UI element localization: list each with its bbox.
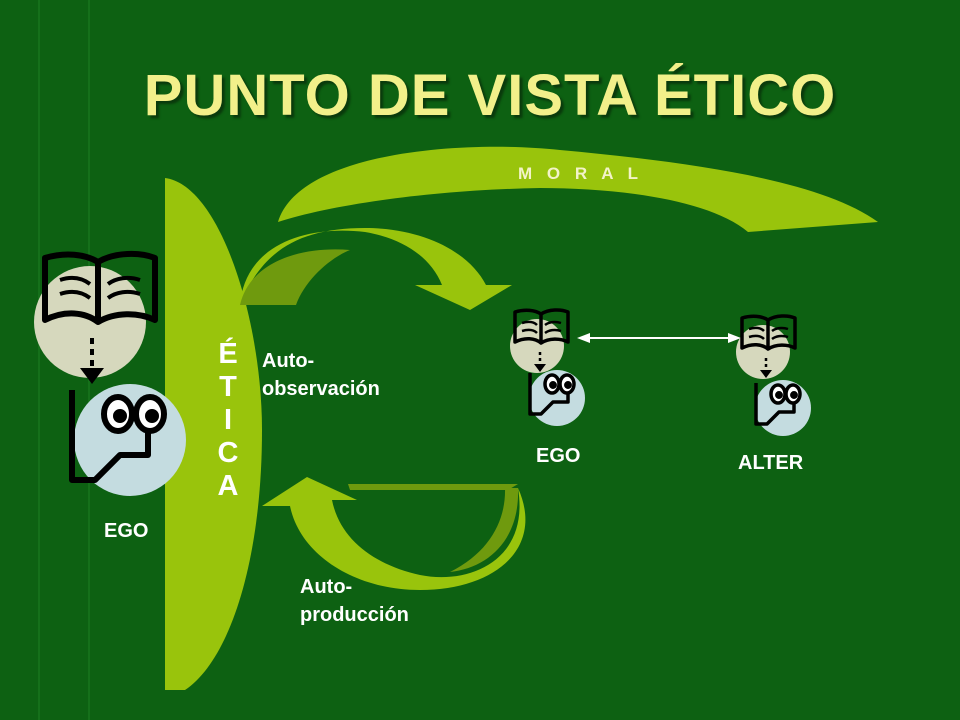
double-arrow-icon <box>577 333 741 343</box>
moral-arrow-arc <box>278 146 878 232</box>
ego-middle-label: EGO <box>536 445 581 467</box>
ego-left-label: EGO <box>104 520 149 542</box>
background-stripe <box>38 0 40 720</box>
book-icon <box>42 250 158 325</box>
person-head-icon <box>69 390 167 483</box>
auto-produccion-label: Auto- producción <box>300 576 409 626</box>
auto-produccion-arrow <box>262 477 526 590</box>
etica-vertical-arch <box>165 178 262 690</box>
person-head-icon <box>528 373 576 416</box>
auto-observacion-arrow <box>240 228 512 310</box>
auto-produccion-arrow-shadow <box>348 484 518 490</box>
alter-label: ALTER <box>738 452 804 474</box>
alter-figure <box>736 314 811 436</box>
etica-label: É T I C A <box>217 338 239 502</box>
thought-bubble <box>510 319 564 373</box>
slide-title: PUNTO DE VISTA ÉTICO <box>143 63 837 128</box>
thought-bubble <box>736 325 790 379</box>
moral-label: M O R A L <box>518 164 643 183</box>
auto-observacion-arrow-shadow <box>240 249 350 305</box>
ego-middle-figure <box>510 308 585 426</box>
book-icon <box>513 308 570 345</box>
person-head-icon <box>754 383 802 426</box>
auto-observacion-label: Auto- observación <box>262 350 380 400</box>
auto-produccion-arrow-shade <box>450 488 519 572</box>
ego-left-figure <box>34 250 186 496</box>
book-icon <box>740 314 797 351</box>
